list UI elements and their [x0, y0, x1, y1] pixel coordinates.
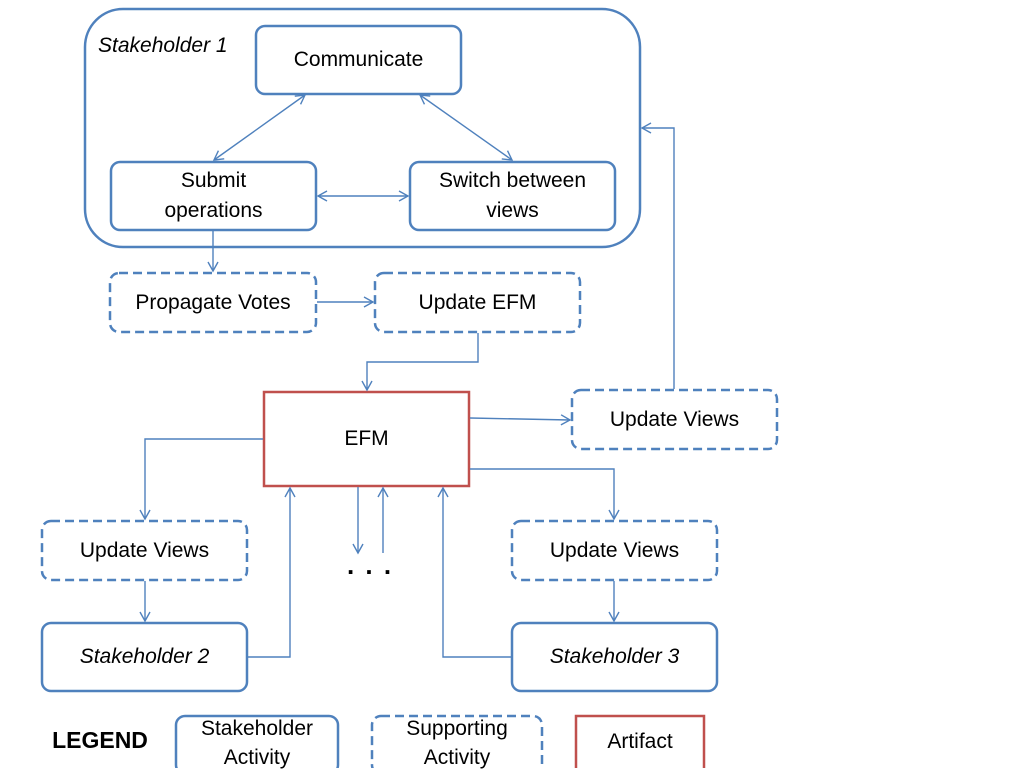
update-views-right-box	[570, 388, 779, 451]
efm-label: EFM	[344, 427, 389, 450]
connector-efm-updateviews-right	[469, 414, 572, 426]
connector-efm-updateviews-left	[139, 438, 263, 521]
update-views-left-label: Update Views	[79, 538, 210, 562]
submit-operations-box	[109, 160, 318, 232]
submit-line-1: Submit	[180, 169, 247, 192]
communicate-label: Communicate	[293, 48, 424, 71]
legend-supporting-activity-box	[370, 714, 544, 768]
switch-line-1: Switch between	[438, 169, 587, 192]
legend-artifact-label: Artifact	[607, 730, 673, 753]
update-views-mid-box	[510, 519, 719, 582]
switch-views-label: Switch between views	[410, 162, 615, 230]
switch-views-box	[408, 160, 617, 232]
ellipsis: . . .	[346, 550, 394, 580]
stakeholder-2-label: Stakeholder 2	[79, 645, 210, 668]
propagate-votes-label: Propagate Votes	[135, 290, 291, 314]
legend-stakeholder-line-2: Activity	[223, 746, 291, 769]
stakeholder-3-box	[510, 621, 719, 693]
connector-updateviews-right-stakeholder1	[640, 122, 675, 389]
legend-artifact-box	[574, 714, 706, 768]
legend-title: LEGEND	[52, 727, 148, 753]
submit-operations-label: Submit operations	[111, 162, 316, 230]
propagate-votes-box	[108, 271, 318, 334]
legend-stakeholder-line-1: Stakeholder	[200, 717, 314, 740]
connector-stakeholder3-efm-solid	[442, 540, 511, 658]
connector-stakeholder2-efm-solid	[248, 540, 291, 658]
update-views-mid-label: Update Views	[549, 538, 680, 562]
connector-updateefm-efm	[361, 333, 479, 392]
communicate-box	[254, 24, 463, 96]
legend-supporting-activity-label: Supporting Activity	[372, 712, 542, 774]
connector-efm-updateviews-mid	[470, 468, 620, 521]
connector-communicate-switch	[418, 94, 514, 161]
legend-stakeholder-activity-label: Stakeholder Activity	[176, 712, 338, 774]
stakeholder-3-label: Stakeholder 3	[549, 645, 680, 668]
stakeholder-1-group	[83, 7, 642, 249]
efm-artifact-box	[262, 390, 471, 488]
legend-supporting-line-2: Activity	[423, 746, 491, 769]
update-efm-label: Update EFM	[418, 290, 537, 314]
update-views-right-label: Update Views	[609, 407, 740, 431]
update-efm-box	[373, 271, 582, 334]
update-views-left-box	[40, 519, 249, 582]
legend-stakeholder-activity-box	[174, 714, 340, 768]
switch-line-2: views	[486, 199, 539, 222]
stakeholder-2-box	[40, 621, 249, 693]
connector-communicate-submit	[212, 94, 307, 161]
legend-supporting-line-1: Supporting	[406, 717, 508, 740]
submit-line-2: operations	[164, 199, 263, 222]
stakeholder-1-label: Stakeholder 1	[98, 34, 228, 57]
